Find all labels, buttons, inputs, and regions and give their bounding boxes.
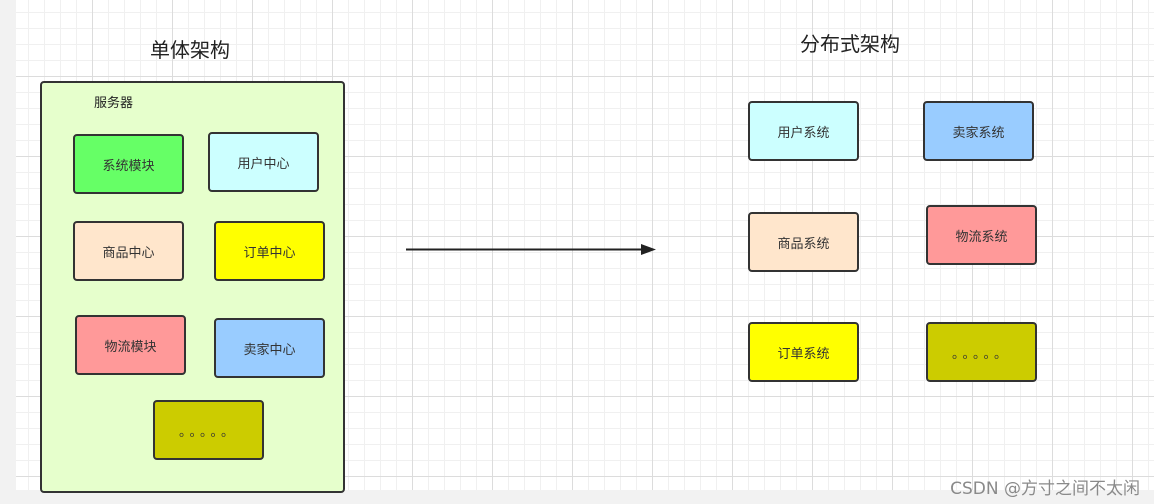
distributed-title: 分布式架构 bbox=[800, 32, 900, 56]
system-order[interactable]: 订单系统 bbox=[748, 322, 859, 382]
system-seller[interactable]: 卖家系统 bbox=[923, 101, 1034, 161]
module-order[interactable]: 订单中心 bbox=[214, 221, 325, 281]
module-product[interactable]: 商品中心 bbox=[73, 221, 184, 281]
system-product[interactable]: 商品系统 bbox=[748, 212, 859, 272]
system-logistics[interactable]: 物流系统 bbox=[926, 205, 1037, 265]
module-seller[interactable]: 卖家中心 bbox=[214, 318, 325, 378]
monolith-title: 单体架构 bbox=[150, 38, 230, 62]
system-user[interactable]: 用户系统 bbox=[748, 101, 859, 161]
server-label: 服务器 bbox=[94, 96, 134, 111]
watermark: CSDN @方寸之间不太闲 bbox=[950, 479, 1140, 499]
system-more[interactable]: 。。。。。 bbox=[926, 322, 1037, 382]
module-more[interactable]: 。。。。。 bbox=[153, 400, 264, 460]
left-gutter bbox=[0, 0, 16, 504]
module-user[interactable]: 用户中心 bbox=[208, 132, 319, 192]
bottom-bar bbox=[0, 490, 1154, 504]
module-logistics[interactable]: 物流模块 bbox=[75, 315, 186, 375]
transition-arrow bbox=[406, 244, 656, 255]
module-system[interactable]: 系统模块 bbox=[73, 134, 184, 194]
